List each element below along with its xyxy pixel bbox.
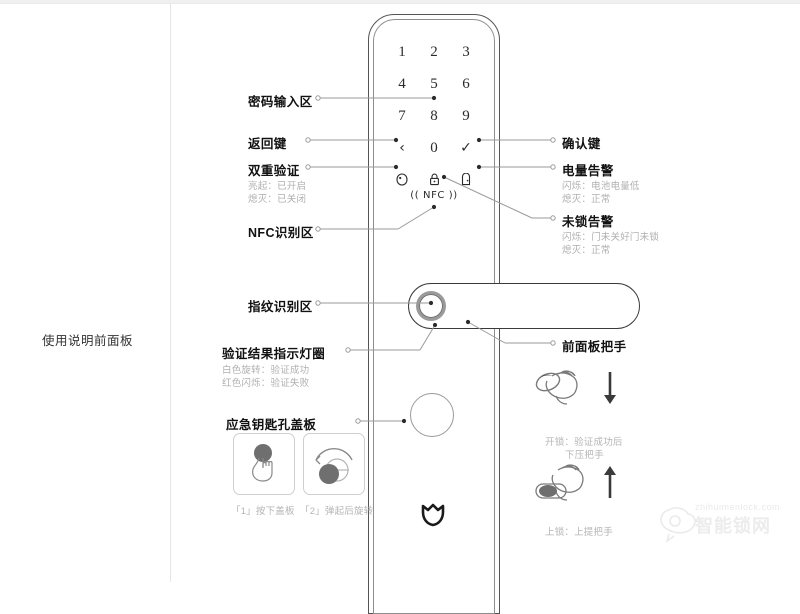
confirm-key-icon[interactable]: ✓: [460, 140, 472, 156]
key-2[interactable]: 2: [430, 44, 438, 60]
back-key-icon[interactable]: ‹: [399, 140, 405, 156]
label-password-area: 密码输入区: [248, 95, 313, 109]
note-ring-success: 白色旋转：验证成功: [222, 365, 310, 376]
keypad[interactable]: 1 2 3 4 5 6 7 8 9 ‹ 0 ✓: [388, 42, 480, 188]
vertical-divider: [170, 3, 171, 582]
key-4[interactable]: 4: [398, 76, 406, 92]
emergency-keyhole-cover[interactable]: [410, 393, 454, 437]
top-band: [0, 0, 800, 4]
label-unlocked-alarm: 未锁告警: [562, 215, 614, 229]
caption-unlock-line1: 开锁：验证成功后: [545, 437, 623, 448]
caption-unlock-line2: 下压把手: [565, 450, 604, 461]
nfc-mark: (( NFC )): [410, 190, 458, 201]
label-emergency-key-cover: 应急钥匙孔盖板: [226, 418, 317, 432]
fingerprint-sensor[interactable]: [419, 294, 443, 318]
note-unlocked-normal: 熄灭：正常: [562, 245, 611, 256]
label-back-key: 返回键: [248, 137, 287, 151]
step-illustration-rotate: [303, 433, 365, 495]
key-9[interactable]: 9: [462, 108, 470, 124]
note-battery-low: 闪烁：电池电量低: [562, 181, 640, 192]
note-unlocked-flash: 闪烁：门未关好门未锁: [562, 232, 660, 243]
keypad-row-2: 4 5 6: [388, 74, 480, 94]
key-3[interactable]: 3: [462, 44, 470, 60]
keypad-row-3: 7 8 9: [388, 106, 480, 126]
key-8[interactable]: 8: [430, 108, 438, 124]
usage-illustration-lock: [528, 462, 638, 524]
label-front-panel-handle: 前面板把手: [562, 340, 627, 354]
mijia-logo: [420, 503, 446, 527]
status-icon-row: [388, 170, 480, 188]
caption-lock: 上锁：上提把手: [545, 527, 613, 538]
caption-step-1: 「1」按下盖板: [231, 506, 295, 517]
usage-illustration-unlock: [528, 368, 638, 430]
label-fingerprint-area: 指纹识别区: [248, 300, 313, 314]
note-dual-verify-on: 亮起：已开启: [248, 181, 307, 192]
label-battery-alarm: 电量告警: [562, 164, 614, 178]
label-confirm-key: 确认键: [562, 137, 601, 151]
step-illustration-press: [233, 433, 295, 495]
door-icon: [452, 172, 480, 186]
keypad-row-1: 1 2 3: [388, 42, 480, 62]
key-1[interactable]: 1: [398, 44, 406, 60]
side-panel-title: 使用说明前面板: [42, 334, 134, 348]
tag-icon: [388, 172, 416, 186]
label-result-light-ring: 验证结果指示灯圈: [222, 347, 326, 361]
key-7[interactable]: 7: [398, 108, 406, 124]
lock-icon: [420, 173, 448, 186]
note-battery-normal: 熄灭：正常: [562, 194, 611, 205]
note-ring-fail: 红色闪烁：验证失败: [222, 378, 310, 389]
label-nfc-area: NFC识别区: [248, 226, 314, 240]
label-dual-verify: 双重验证: [248, 164, 300, 178]
caption-step-2: 「2」弹起后旋转: [300, 506, 374, 517]
watermark: zhihuimenlock.com 智能锁网: [655, 498, 795, 550]
watermark-main-text: 智能锁网: [695, 516, 771, 536]
front-panel-handle[interactable]: [408, 283, 640, 329]
key-6[interactable]: 6: [462, 76, 470, 92]
key-0[interactable]: 0: [430, 140, 438, 156]
watermark-top-text: zhihuimenlock.com: [695, 502, 781, 512]
keypad-row-4: ‹ 0 ✓: [388, 138, 480, 158]
note-dual-verify-off: 熄灭：已关闭: [248, 194, 307, 205]
key-5[interactable]: 5: [430, 76, 438, 92]
